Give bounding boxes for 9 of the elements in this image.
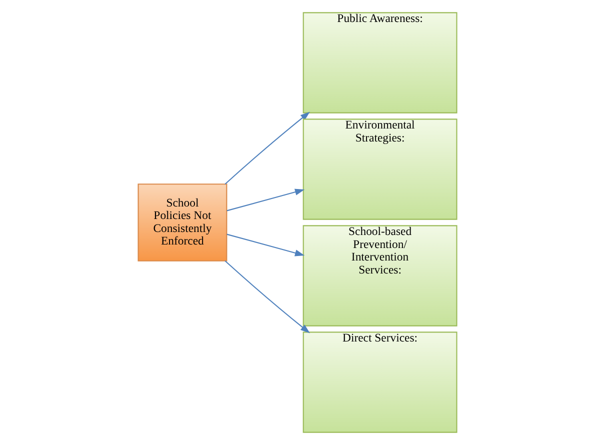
node-box: School Policies Not Consistently Enforced bbox=[137, 184, 227, 262]
node-box: Direct Services: bbox=[302, 332, 457, 433]
arrow bbox=[224, 112, 310, 185]
arrow bbox=[226, 234, 304, 256]
node-box: Public Awareness: bbox=[302, 12, 457, 114]
node-box: Environmental Strategies: bbox=[302, 118, 457, 220]
arrow bbox=[226, 188, 304, 212]
node-box: School-based Prevention/ Intervention Services: bbox=[302, 225, 457, 326]
arrow bbox=[224, 260, 310, 334]
